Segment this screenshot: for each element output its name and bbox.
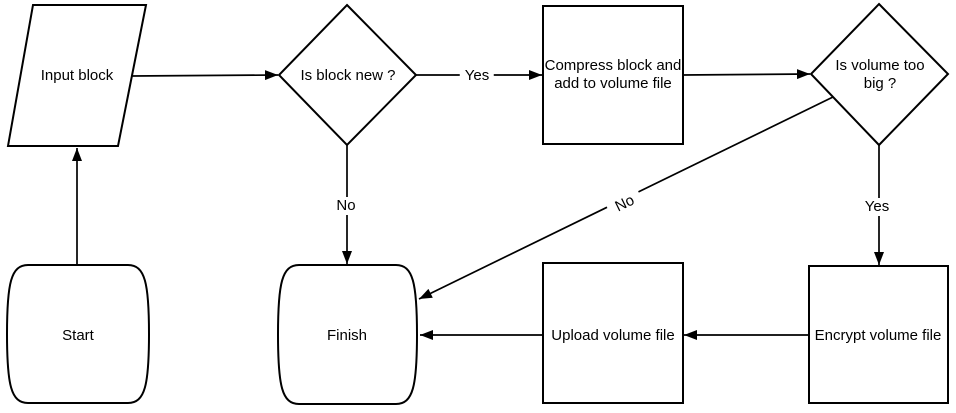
- compress-block-label-line1: Compress block and: [544, 57, 682, 74]
- compress-block-label-line2: add to volume file: [554, 75, 672, 92]
- compress-block-shape: [542, 5, 684, 145]
- edge-compress-block-to-is-volume-too-big: [682, 69, 811, 80]
- edge-label-yes-volume-too-big: Yes: [859, 198, 895, 216]
- edge-label-yes-block-new: Yes: [459, 67, 495, 85]
- is-volume-too-big-label-line2: big ?: [863, 75, 897, 92]
- is-volume-too-big-label-line1: Is volume too: [835, 57, 925, 74]
- finish-label: Finish: [326, 327, 368, 344]
- upload-volume-file-label: Upload volume file: [551, 327, 675, 344]
- is-volume-too-big-label: Is volume too big ?: [835, 57, 924, 93]
- input-block-label: Input block: [40, 67, 114, 84]
- encrypt-volume-file-shape: [808, 265, 949, 404]
- start-label: Start: [62, 327, 94, 344]
- compress-block-label: Compress block and add to volume file: [545, 57, 682, 93]
- start-terminator-shape: [5, 264, 151, 404]
- edge-input-block-to-is-block-new: [131, 70, 279, 81]
- encrypt-volume-file-label: Encrypt volume file: [814, 327, 942, 344]
- input-block-shape: [6, 4, 148, 147]
- is-block-new-label: Is block new ?: [300, 67, 396, 84]
- finish-terminator-shape: [276, 264, 419, 405]
- edge-label-no-block-new: No: [331, 197, 361, 215]
- upload-volume-file-shape: [542, 262, 684, 404]
